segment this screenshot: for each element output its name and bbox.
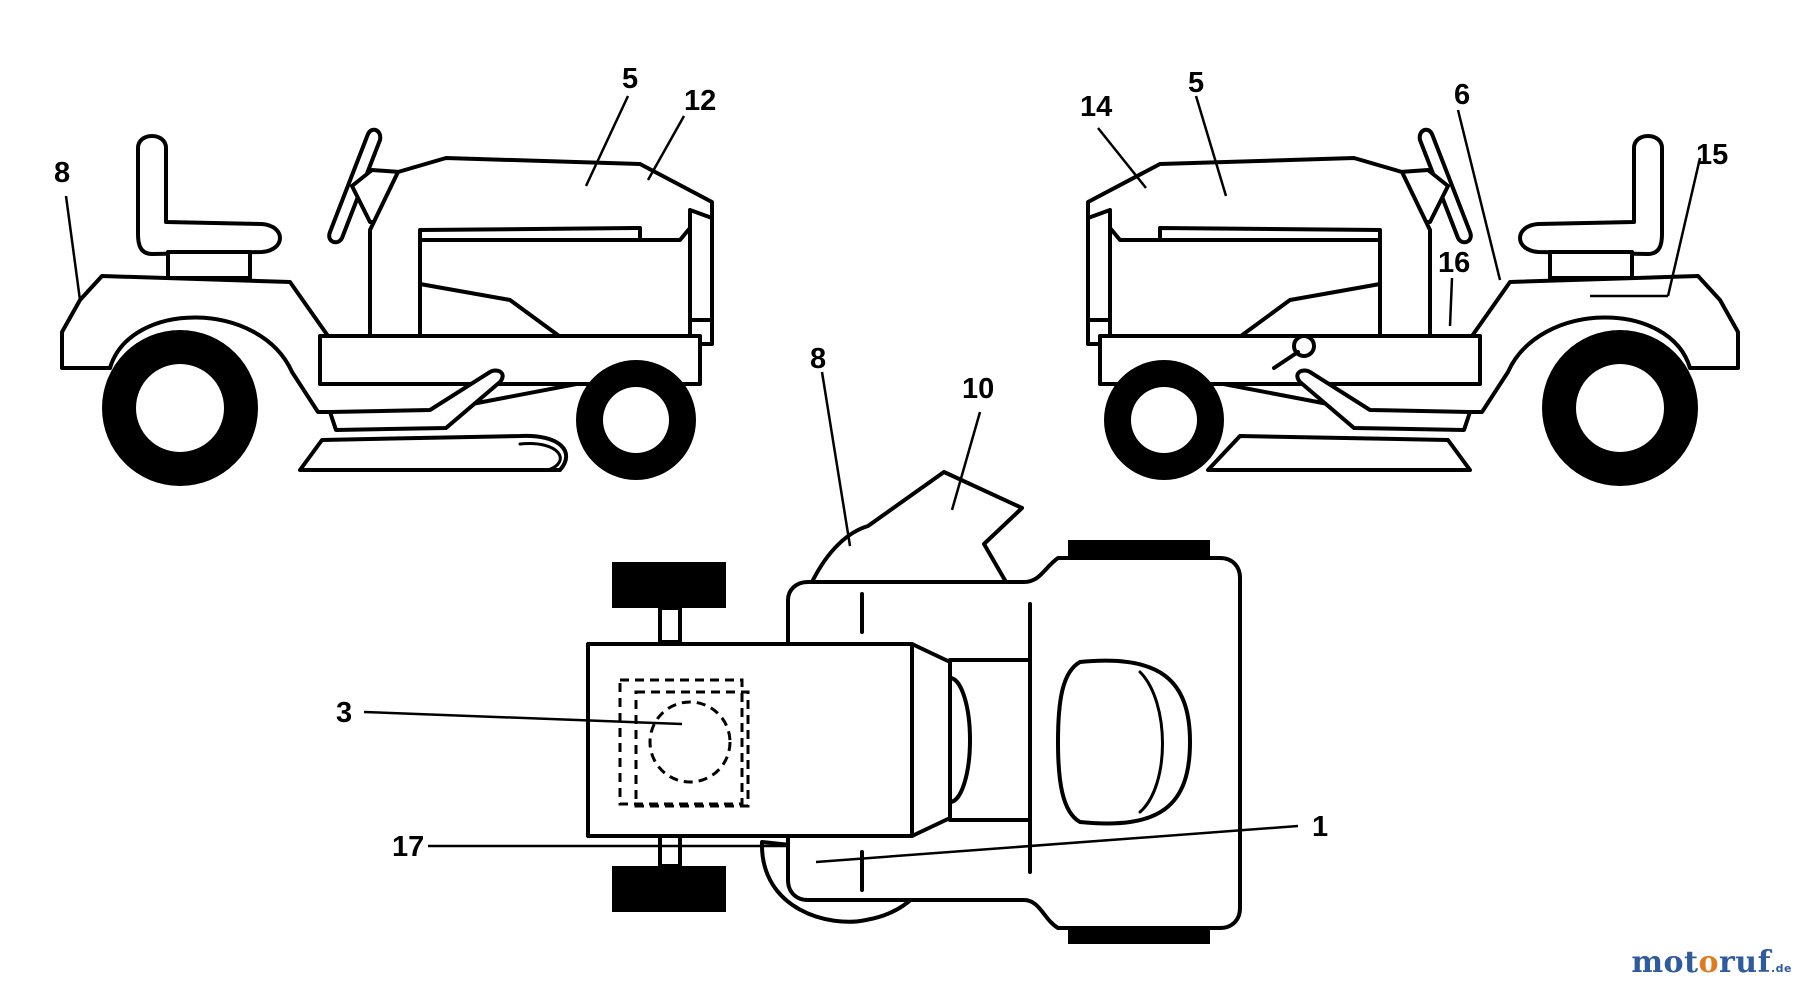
grille-right [1086,208,1112,322]
callout-labels: 8 5 12 14 5 6 15 16 8 10 3 1 17 [54,63,1728,863]
grille-left [688,208,714,322]
tractor-top-view [586,470,1242,944]
mower-deck-right [1206,434,1472,472]
callout-top-17: 17 [392,831,424,863]
callout-right-6: 6 [1454,79,1470,111]
footrest-left [328,368,505,432]
callout-top-8: 8 [810,343,826,375]
seat-left [136,134,282,256]
callout-right-5: 5 [1188,67,1204,99]
callout-top-3: 3 [336,697,352,729]
callout-top-1: 1 [1312,811,1328,843]
tractor-right-side-view [1086,127,1740,486]
decal-area-3a [618,678,744,806]
callout-left-5: 5 [622,63,638,95]
callout-right-16: 16 [1438,247,1470,279]
watermark-logo: motoruf.de [1631,945,1792,980]
rear-tire-top [612,562,726,608]
decal-area-3b [648,700,732,784]
seat-base-right [1548,250,1634,280]
callout-right-15: 15 [1696,139,1728,171]
hood-side-left [418,226,692,346]
discharge-chute [810,470,1024,584]
callout-top-10: 10 [962,373,994,405]
front-hood-top [1056,658,1192,826]
footrest-right [1295,368,1472,432]
hood-side-right [1108,226,1382,346]
callout-right-14: 14 [1080,91,1112,123]
callout-left-12: 12 [684,85,716,117]
tractor-left-side-view [60,127,714,486]
seat-base-left [166,250,252,280]
callout-left-8: 8 [54,157,70,189]
seat-right [1518,134,1664,256]
mower-deck-left [298,433,568,472]
leader-lines [64,95,1702,864]
rear-tire-bottom [612,866,726,912]
